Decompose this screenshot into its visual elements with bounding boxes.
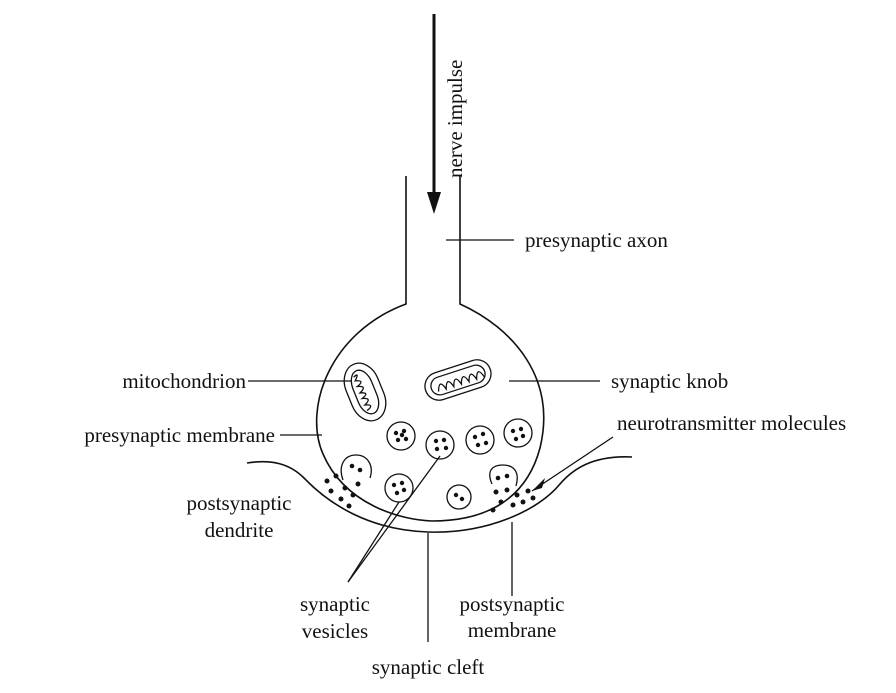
vesicle [504,419,532,447]
vesicle [447,485,471,509]
synaptic-vesicles-label-line1: synaptic [300,592,370,616]
synaptic-knob-label: synaptic knob [611,369,728,393]
synaptic-cleft-label: synaptic cleft [372,655,485,679]
leader-lines [248,240,613,642]
postsynaptic-membrane-label-line2: membrane [468,618,557,642]
presynaptic-axon-label: presynaptic axon [525,228,668,252]
nerve-impulse-arrow [427,14,441,214]
postsynaptic-membrane-label-line1: postsynaptic [460,592,565,616]
postsynaptic-dendrite-label-line1: postsynaptic [187,491,292,515]
neurotransmitter-molecules-label: neurotransmitter molecules [617,411,846,435]
mitochondrion-label: mitochondrion [122,369,246,393]
mitochondrion-left [338,358,392,426]
postsynaptic-dendrite-label-line2: dendrite [205,518,274,542]
vesicle [466,426,494,454]
mitochondrion-right [421,356,494,404]
nerve-impulse-label: nerve impulse [443,60,467,178]
presynaptic-membrane-label: presynaptic membrane [84,423,275,447]
synaptic-vesicles-label-line2: vesicles [302,619,368,643]
fusing-vesicle-right [490,465,536,513]
vesicle [387,422,415,450]
vesicle [426,431,454,459]
